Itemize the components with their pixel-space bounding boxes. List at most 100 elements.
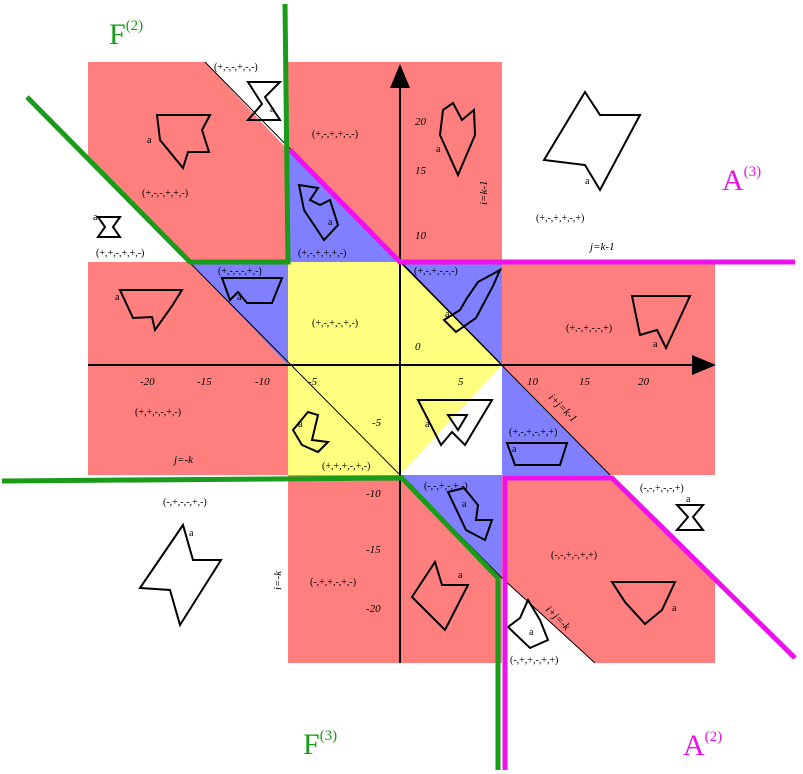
shape-label-a: a (93, 212, 98, 223)
x-tick-label: 20 (638, 376, 650, 388)
shape-glyph (118, 289, 184, 333)
magenta-boundary (288, 148, 797, 770)
x-tick-label: -5 (308, 376, 318, 388)
shape-glyph (506, 597, 550, 650)
shape-glyph (416, 399, 494, 447)
shape-glyph (410, 559, 470, 632)
shape-label-a: a (328, 217, 333, 228)
red-region-bottom-right (502, 475, 715, 663)
sign-pattern: (-,+,+,-,+,+) (510, 655, 558, 666)
shape-label-a: a (462, 499, 467, 510)
label-j-eq-minus-k: j=-k (172, 454, 194, 466)
y-tick-label: -5 (372, 417, 382, 429)
sign-pattern: (-,+,+,-,+,-) (310, 577, 356, 588)
shape-label-a: a (189, 528, 194, 539)
sign-pattern: (+,-,+,+,-,-) (312, 129, 358, 140)
sign-pattern: (+,-,+,-,+,-) (312, 318, 358, 329)
shape-label-a: a (436, 144, 441, 155)
sign-pattern: (+,-,+,+,+,-) (298, 248, 346, 259)
sign-pattern: (-,-,+,-,+,+) (551, 550, 597, 561)
label-F3: F(3) (303, 728, 337, 761)
magenta-upper (288, 148, 795, 265)
label-F2: F(2) (109, 18, 143, 51)
shape-glyph (446, 414, 469, 432)
sign-pattern: (+,-,-,-,+,-) (218, 266, 262, 277)
x-tick-labels: -20 -15 -10 -5 5 10 15 20 (140, 376, 650, 388)
shape-glyph (438, 101, 477, 178)
y-tick-label: 20 (415, 116, 427, 128)
shape-glyph (138, 522, 223, 628)
yellow-upper-left (288, 262, 502, 365)
shape-glyph (542, 90, 642, 193)
sign-pattern: (+,+,-,+,+,-) (96, 248, 144, 259)
shape-label-a: a (115, 292, 120, 303)
sign-pattern: (+,-,+,-,-,-) (414, 266, 458, 277)
y-tick-label: 15 (415, 165, 427, 177)
shape-glyph (245, 81, 283, 121)
shape-glyph (674, 504, 706, 531)
shape-label-a: a (672, 603, 677, 614)
shape-label-a: a (585, 176, 590, 187)
magenta-lower (502, 475, 797, 770)
sign-pattern-labels: (+,-,-,+,-,-) (+,-,+,+,-,-) (+,-,-,+,+,-… (96, 62, 684, 666)
shape-label-a: a (270, 104, 275, 115)
sign-pattern: (+,+,+,-,+,-) (322, 461, 370, 472)
shape-label-a: a (458, 570, 463, 581)
shape-glyph (442, 267, 503, 334)
axes (88, 64, 716, 663)
shape-glyph (291, 410, 331, 454)
y-tick-label: 0 (415, 341, 421, 353)
x-tick-label: -10 (255, 376, 270, 388)
shape-label-a: a (425, 419, 430, 430)
shape-label-a: a (237, 292, 242, 303)
sign-pattern: (+,-,-,+,-,-) (214, 62, 258, 73)
yellow-center (288, 262, 502, 475)
sign-pattern: (-,-,+,-,+,-) (424, 481, 468, 492)
green-upper (25, 3, 291, 265)
shape-glyph (610, 581, 677, 626)
sign-pattern: (+,-,+,-,-,+) (566, 323, 612, 334)
shape-glyph (446, 486, 494, 542)
shape-label-a: a (147, 135, 152, 146)
x-tick-label: 5 (458, 376, 464, 388)
big-labels: F(2) A(3) F(3) A(2) (109, 18, 761, 762)
shape-label-a: a (529, 627, 534, 638)
a-labels: a a a a a a a a a a a a a a a a a a a (93, 104, 691, 638)
y-tick-label: -10 (366, 488, 381, 500)
shape-label-a: a (686, 494, 691, 505)
shape-glyph (96, 216, 122, 238)
y-tick-label: -15 (366, 544, 381, 556)
shape-glyphs (96, 81, 706, 650)
shape-label-a: a (298, 419, 303, 430)
sign-pattern: (+,+,-,-,+,-) (135, 407, 181, 418)
label-j-eq-k-minus-1: j=k-1 (588, 241, 615, 253)
x-tick-label: 10 (527, 376, 539, 388)
label-A2: A(2) (683, 729, 722, 762)
shape-label-a: a (445, 309, 450, 320)
y-tick-label: 10 (415, 230, 427, 242)
sign-pattern: (-,-,+,-,-,+) (640, 483, 684, 494)
y-tick-label: -20 (366, 603, 381, 615)
x-tick-label: -20 (140, 376, 155, 388)
sign-pattern: (+,-,+,+,-,+) (536, 213, 584, 224)
x-tick-label: 15 (579, 376, 591, 388)
x-tick-label: -15 (197, 376, 212, 388)
yellow-lower (288, 365, 502, 475)
y-tick-labels: 20 15 10 0 -5 -10 -15 -20 (366, 116, 427, 615)
label-A3: A(3) (722, 164, 761, 197)
label-i-eq-k-minus-1: i=k-1 (478, 180, 490, 205)
label-i-eq-minus-k: i=-k (272, 570, 284, 590)
white-wedge-top (205, 62, 288, 150)
shape-label-a: a (653, 339, 658, 350)
shape-glyph (630, 295, 692, 351)
shape-glyph (155, 114, 212, 171)
shape-glyph (220, 277, 284, 304)
shape-glyph (505, 442, 569, 466)
shape-label-a: a (512, 444, 517, 455)
sign-pattern: (-,+,-,-,+,-) (163, 497, 207, 508)
sign-pattern: (+,-,+,-,+,+) (509, 427, 557, 438)
green-lower (1, 475, 501, 770)
green-boundary (1, 3, 501, 770)
